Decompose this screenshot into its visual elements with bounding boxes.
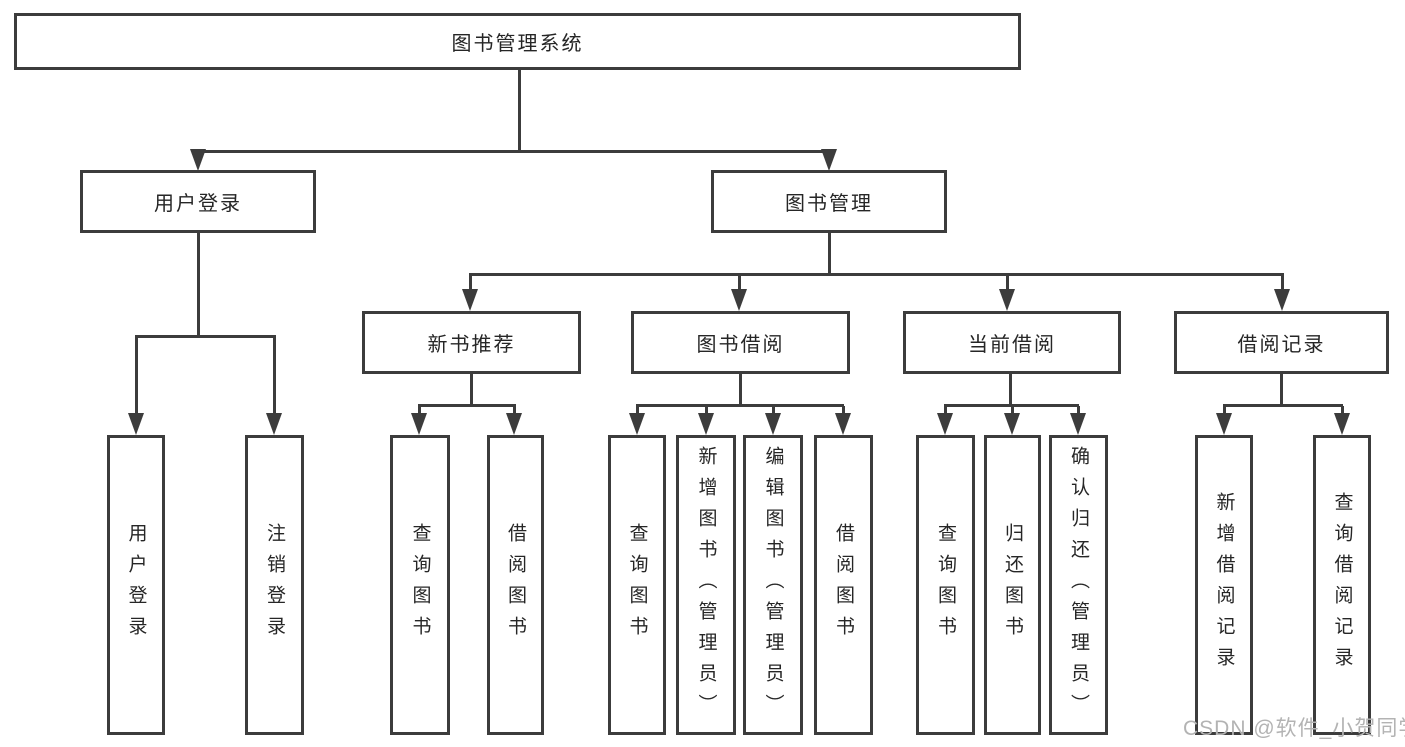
connector-stem — [470, 374, 473, 406]
connector-shaft — [636, 406, 639, 415]
leaf-query-borrow-record: 查询借阅记录 — [1313, 435, 1371, 735]
connector-shaft — [513, 406, 516, 415]
connector-shaft — [273, 336, 276, 415]
connector-bus — [636, 404, 844, 407]
arrow-down-icon — [1070, 413, 1086, 435]
connector-user-login-bus — [135, 335, 276, 338]
leaf-query-books-borrowing: 查询图书 — [608, 435, 666, 735]
connector-user-login-stem — [197, 233, 200, 338]
connector-shaft — [944, 406, 947, 415]
connector-bus — [1223, 404, 1343, 407]
node-new-book-recommend: 新书推荐 — [362, 311, 581, 374]
arrow-down-icon — [1216, 413, 1232, 435]
arrow-down-icon — [937, 413, 953, 435]
arrow-down-icon — [190, 149, 206, 171]
connector-shaft — [1011, 406, 1014, 415]
leaf-user-login: 用户登录 — [107, 435, 165, 735]
arrow-down-icon — [765, 413, 781, 435]
connector-bus — [944, 404, 1079, 407]
connector-shaft — [1281, 275, 1284, 291]
connector-shaft — [469, 275, 472, 291]
connector-root-stem — [518, 70, 521, 152]
connector-shaft — [738, 275, 741, 291]
connector-shaft — [842, 406, 845, 415]
connector-bus — [418, 404, 516, 407]
leaf-query-books-current: 查询图书 — [916, 435, 975, 735]
connector-shaft — [705, 406, 708, 415]
connector-shaft — [1077, 406, 1080, 415]
arrow-down-icon — [266, 413, 282, 435]
leaf-add-borrow-record: 新增借阅记录 — [1195, 435, 1253, 735]
arrow-down-icon — [1004, 413, 1020, 435]
arrow-down-icon — [629, 413, 645, 435]
arrow-down-icon — [128, 413, 144, 435]
arrow-down-icon — [462, 289, 478, 311]
node-book-management: 图书管理 — [711, 170, 947, 233]
connector-book-mgmt-stem — [828, 233, 831, 276]
leaf-borrow-books-recommend: 借阅图书 — [487, 435, 544, 735]
leaf-logout: 注销登录 — [245, 435, 304, 735]
node-book-borrowing: 图书借阅 — [631, 311, 850, 374]
csdn-watermark: CSDN @软件_小贺同学 — [1183, 717, 1405, 740]
connector-shaft — [1006, 275, 1009, 291]
node-user-login: 用户登录 — [80, 170, 316, 233]
arrow-down-icon — [731, 289, 747, 311]
arrow-down-icon — [999, 289, 1015, 311]
connector-shaft — [772, 406, 775, 415]
arrow-down-icon — [411, 413, 427, 435]
connector-shaft — [418, 406, 421, 415]
leaf-edit-book-admin: 编辑图书（管理员） — [743, 435, 803, 735]
connector-shaft — [1341, 406, 1344, 415]
connector-level3-bus — [469, 273, 1284, 276]
arrow-down-icon — [506, 413, 522, 435]
arrow-down-icon — [1334, 413, 1350, 435]
node-current-borrowing: 当前借阅 — [903, 311, 1121, 374]
arrow-down-icon — [1274, 289, 1290, 311]
connector-stem — [1280, 374, 1283, 406]
arrow-down-icon — [835, 413, 851, 435]
connector-shaft — [135, 336, 138, 415]
connector-shaft — [1223, 406, 1226, 415]
connector-stem — [739, 374, 742, 406]
leaf-query-books-recommend: 查询图书 — [390, 435, 450, 735]
leaf-return-book: 归还图书 — [984, 435, 1041, 735]
arrow-down-icon — [698, 413, 714, 435]
node-library-management-system: 图书管理系统 — [14, 13, 1021, 70]
leaf-add-book-admin: 新增图书（管理员） — [676, 435, 736, 735]
node-borrowing-records: 借阅记录 — [1174, 311, 1389, 374]
arrow-down-icon — [821, 149, 837, 171]
leaf-borrow-books: 借阅图书 — [814, 435, 873, 735]
leaf-confirm-return-admin: 确认归还（管理员） — [1049, 435, 1108, 735]
connector-stem — [1009, 374, 1012, 406]
connector-level2-bus — [197, 150, 831, 153]
